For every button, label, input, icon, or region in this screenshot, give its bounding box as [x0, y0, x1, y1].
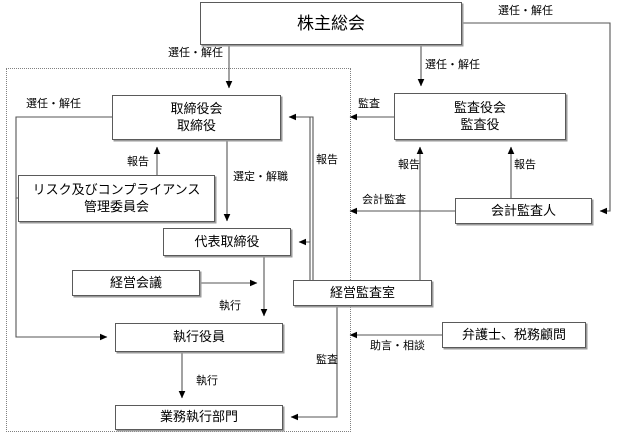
edge-label-advice-consultation: 助言・相談 — [370, 340, 425, 352]
edge-label-appoint-dismiss-accounting-auditor: 選任・解任 — [498, 5, 553, 17]
box-risk-compliance-committee[interactable]: リスク及びコンプライアンス 管理委員会 — [18, 175, 215, 222]
edge-label-appoint-dismiss-directors: 選任・解任 — [168, 47, 223, 59]
edge-label-audit-board-to-office: 監査 — [358, 98, 380, 110]
box-management-meeting[interactable]: 経営会議 — [72, 270, 200, 296]
edge-label-select-dismiss-rep-director: 選定・解職 — [233, 171, 288, 183]
box-shareholders-meeting[interactable]: 株主総会 — [200, 2, 462, 45]
box-accounting-auditor[interactable]: 会計監査人 — [455, 198, 592, 224]
box-audit-supervisory-board[interactable]: 監査役会 監査役 — [394, 93, 566, 140]
box-board-of-directors[interactable]: 取締役会 取締役 — [112, 95, 281, 140]
box-executive-officers[interactable]: 執行役員 — [115, 323, 283, 352]
edge-label-report-accounting-to-auditors: 報告 — [514, 159, 536, 171]
edge-label-appoint-dismiss-auditors: 選任・解任 — [425, 59, 480, 71]
edge-label-report-office-to-auditors: 報告 — [398, 159, 420, 171]
box-business-execution-divisions[interactable]: 業務執行部門 — [115, 405, 283, 430]
box-representative-director[interactable]: 代表取締役 — [163, 228, 291, 256]
box-management-audit-office[interactable]: 経営監査室 — [293, 280, 432, 306]
edge-label-report-committee-to-board: 報告 — [127, 156, 149, 168]
box-legal-tax-advisors[interactable]: 弁護士、税務顧問 — [442, 322, 586, 348]
edge-label-accounting-audit: 会計監査 — [362, 194, 406, 206]
edge-label-appoint-dismiss-committee: 選任・解任 — [26, 98, 81, 110]
edge-label-report-audit-office-to-board: 報告 — [316, 154, 338, 166]
edge-label-execution-mgmt-to-officers: 執行 — [219, 300, 241, 312]
edge-label-audit-office-to-divisions: 監査 — [316, 354, 338, 366]
edge-label-execution-officers-to-divisions: 執行 — [196, 375, 218, 387]
